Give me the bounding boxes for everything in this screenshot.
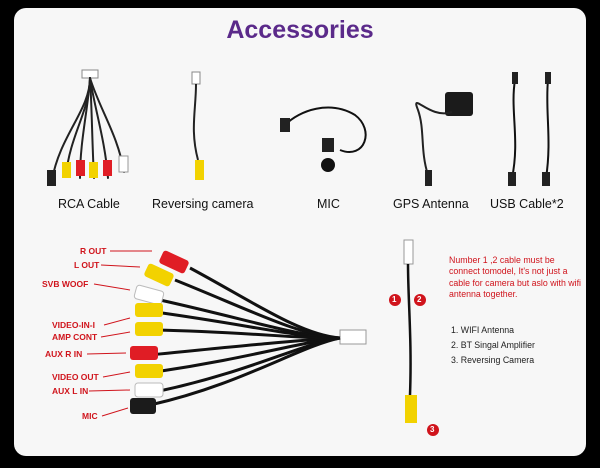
component-list: 1. WIFI Antenna 2. BT Singal Amplifier 3… — [451, 323, 535, 368]
harness-label-amp-cont: AMP CONT — [52, 332, 98, 342]
harness-label-video-out: VIDEO OUT — [52, 372, 99, 382]
harness-label-video-in: VIDEO-IN-I — [52, 320, 95, 330]
gps-antenna-label: GPS Antenna — [393, 197, 469, 211]
gps-antenna-image — [415, 92, 473, 186]
page-title: Accessories — [226, 16, 374, 44]
wiring-harness-image — [86, 250, 367, 417]
reversing-camera-image — [191, 71, 204, 180]
harness-label-aux-l-in: AUX L IN — [52, 386, 89, 396]
reversing-camera-label: Reversing camera — [152, 197, 254, 211]
cable-note: Number 1 ,2 cable must be connect tomode… — [449, 255, 582, 300]
harness-label-l-out: L OUT — [74, 260, 100, 270]
list-item: 1. WIFI Antenna — [451, 325, 515, 335]
harness-label-aux-r-in: AUX R IN — [45, 349, 83, 359]
list-item: 3. Reversing Camera — [451, 355, 535, 365]
marker-2: 2 — [417, 295, 422, 304]
usb-cable-image — [508, 72, 551, 186]
rca-cable-image — [47, 69, 129, 186]
mic-image — [280, 106, 367, 172]
rca-cable-label: RCA Cable — [58, 197, 120, 211]
usb-cable-label: USB Cable*2 — [490, 197, 564, 211]
list-item: 2. BT Singal Amplifier — [451, 340, 535, 350]
harness-label-r-out: R OUT — [80, 246, 107, 256]
mic-label: MIC — [317, 197, 340, 211]
camera-wifi-cable-image — [389, 239, 439, 436]
harness-label-svb-woof: SVB WOOF — [42, 279, 89, 289]
marker-1: 1 — [392, 295, 397, 304]
harness-label-mic: MIC — [82, 411, 98, 421]
product-card — [14, 8, 586, 456]
marker-3: 3 — [430, 425, 435, 434]
